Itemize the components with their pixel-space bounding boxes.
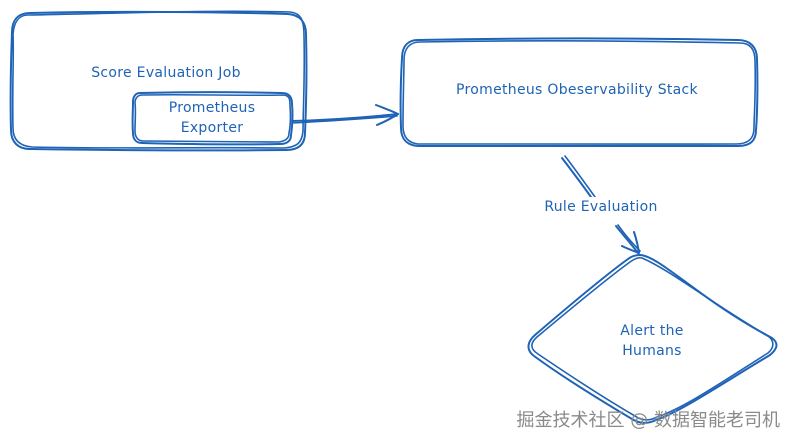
watermark-text: 掘金技术社区 @ 数据智能老司机 xyxy=(516,410,780,431)
score-evaluation-job-box[interactable] xyxy=(9,10,308,152)
alert-humans-diamond[interactable] xyxy=(527,254,778,424)
alert-humans-label: Alert the Humans xyxy=(620,323,684,359)
prometheus-exporter-label: Prometheus Exporter xyxy=(168,100,256,136)
prometheus-exporter-box[interactable] xyxy=(131,91,294,146)
score-evaluation-job-label: Score Evaluation Job xyxy=(91,65,241,81)
prometheus-stack-box[interactable] xyxy=(399,37,759,148)
prometheus-stack-label: Prometheus Obeservability Stack xyxy=(456,82,698,98)
arrow-exporter-to-stack xyxy=(291,104,399,126)
rule-evaluation-label: Rule Evaluation xyxy=(542,197,660,217)
